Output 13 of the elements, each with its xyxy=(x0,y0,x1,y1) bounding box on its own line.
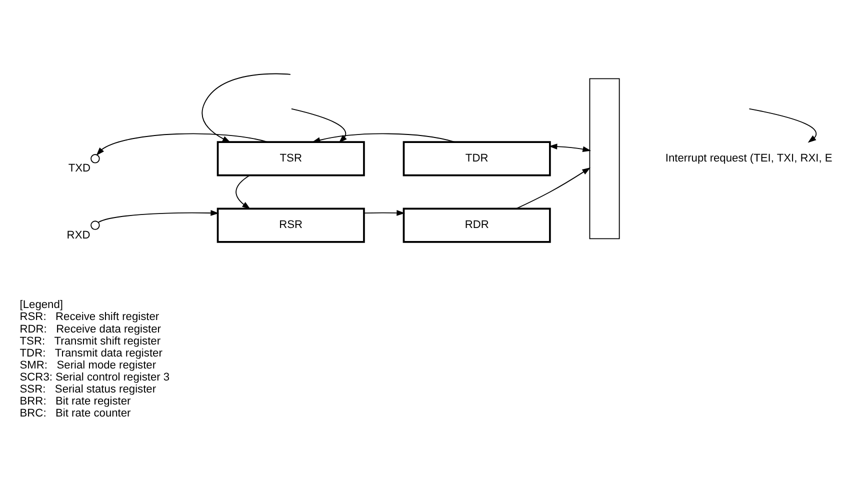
label: SSR: Serial status register xyxy=(20,383,156,396)
label: BRC: Bit rate counter xyxy=(20,407,131,420)
node-text: Interrupt request (TEI, TXI, RXI, E xyxy=(665,152,832,165)
label: TDR: Transmit data register xyxy=(20,347,162,360)
label: RDR: Receive data register xyxy=(20,323,161,336)
node-label: TXD xyxy=(68,162,91,175)
label: [Legend] xyxy=(20,299,63,312)
node-label: RXD xyxy=(66,229,90,242)
label: SCR3: Serial control register 3 xyxy=(20,371,170,384)
label: BRR: Bit rate register xyxy=(20,395,131,408)
label: TSR: Transmit shift register xyxy=(20,335,161,348)
label: SMR: Serial mode register xyxy=(20,359,156,372)
label: RSR: Receive shift register xyxy=(20,311,160,324)
